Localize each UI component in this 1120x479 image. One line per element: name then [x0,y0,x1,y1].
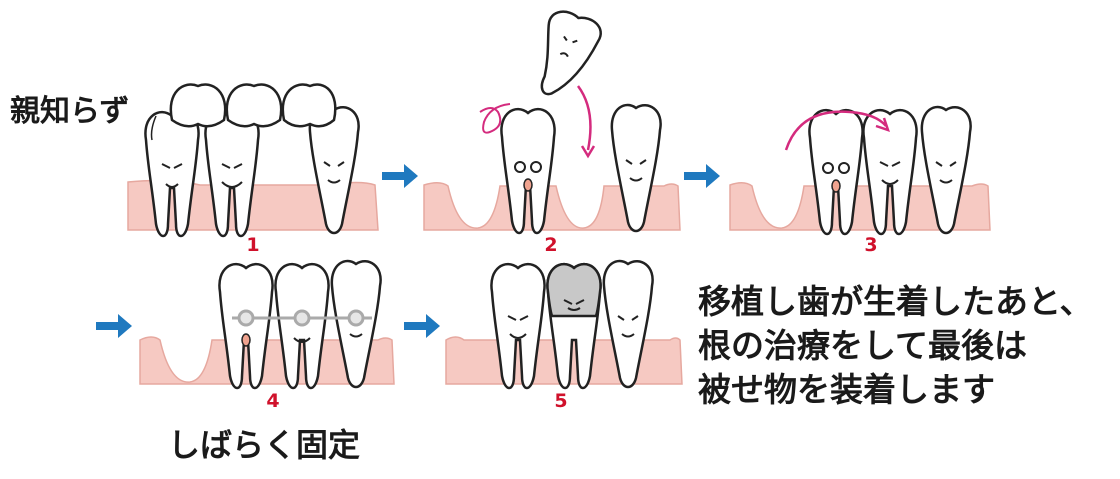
crown-cap-icon [546,262,602,318]
motion-arrow-icon-3 [784,110,887,151]
step-number-5: 5 [554,390,568,412]
step-arrow-icon-1 [382,164,418,188]
tooth-placed-3 [808,108,864,236]
explanation-line-3: 被せ物を装着します [698,370,995,409]
step-number-2: 2 [544,234,558,256]
panel-1 [127,83,379,238]
panel-2 [423,10,681,235]
explanation-line-1: 移植し歯が生着したあと、 [698,282,1093,321]
tooth-wisdom-1 [144,110,200,238]
gum-2 [423,182,681,231]
panel-5 [445,259,683,390]
pointer-line [150,115,157,141]
tooth-transplant-4 [274,262,330,390]
step-arrow-icon-2 [684,164,720,188]
panel-4 [139,259,395,390]
motion-arrow-icon-2 [576,85,592,151]
tooth-left-5 [490,262,546,390]
explanation-line-2: 根の治療をして最後は [698,326,1028,365]
explanation-text: 移植し歯が生着したあと、 根の治療をして最後は 被せ物を装着します [698,280,1093,412]
tooth-front-1 [308,105,360,235]
step-arrow-icon-4 [404,314,440,338]
tooth-transplant-3 [862,108,918,236]
step-number-1: 1 [246,234,260,256]
gum-3 [729,182,991,231]
motion-swirl-icon [479,103,511,134]
wire-splint-icon [232,309,372,327]
tooth-front-4 [330,259,382,389]
tooth-moving-2 [500,107,556,235]
tooth-front-3 [920,105,972,235]
upper-teeth-1 [169,83,337,128]
tooth-molar-1 [204,110,260,238]
tooth-placed-4 [218,262,274,390]
panel-3 [729,105,991,236]
tooth-front-2 [610,103,662,233]
step-number-3: 3 [864,234,878,256]
gum-4 [139,336,395,385]
temporary-fix-label: しばらく固定 [168,426,361,464]
extracted-tooth-icon [540,10,602,96]
tooth-crowned-5 [546,262,602,390]
tooth-front-5 [602,259,654,389]
step-number-4: 4 [266,390,280,412]
wisdom-tooth-label: 親知らず [10,94,130,129]
step-arrow-icon-3 [96,314,132,338]
